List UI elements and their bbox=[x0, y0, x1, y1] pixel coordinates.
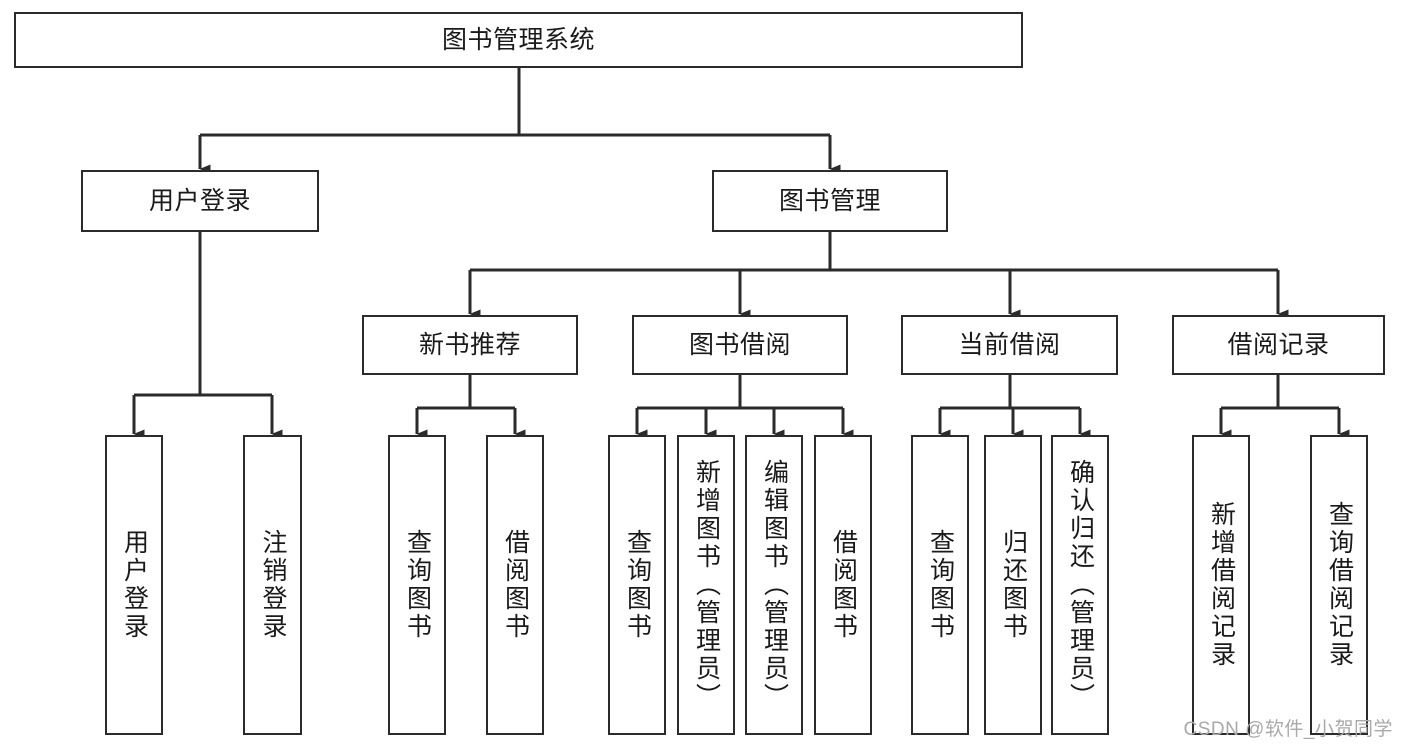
node-box-leaf-add-record[interactable]: 新增借阅记录 bbox=[1192, 435, 1250, 735]
node-label-leaf-logout: 注销登录 bbox=[259, 529, 287, 641]
node-box-book-borrow[interactable]: 图书借阅 bbox=[632, 315, 848, 375]
node-box-leaf-borrow-book-1[interactable]: 借阅图书 bbox=[486, 435, 544, 735]
node-label-leaf-add-record: 新增借阅记录 bbox=[1207, 501, 1236, 669]
node-label-leaf-edit-book: 编辑图书（管理员） bbox=[760, 459, 789, 711]
node-label-leaf-query-record: 查询借阅记录 bbox=[1325, 501, 1354, 669]
node-box-leaf-return-book[interactable]: 归还图书 bbox=[984, 435, 1042, 735]
node-box-leaf-query-record[interactable]: 查询借阅记录 bbox=[1310, 435, 1368, 735]
node-box-leaf-user-login[interactable]: 用户登录 bbox=[105, 435, 163, 735]
node-label-current-borrow: 当前借阅 bbox=[958, 331, 1061, 359]
node-box-leaf-query-book-3[interactable]: 查询图书 bbox=[911, 435, 969, 735]
node-box-leaf-edit-book[interactable]: 编辑图书（管理员） bbox=[745, 435, 803, 735]
node-label-borrow-record: 借阅记录 bbox=[1227, 331, 1330, 359]
node-label-leaf-confirm-return: 确认归还（管理员） bbox=[1066, 459, 1095, 711]
node-label-leaf-add-book: 新增图书（管理员） bbox=[692, 459, 721, 711]
node-box-leaf-logout[interactable]: 注销登录 bbox=[243, 435, 302, 735]
node-label-leaf-query-book-3: 查询图书 bbox=[926, 529, 955, 641]
node-box-leaf-confirm-return[interactable]: 确认归还（管理员） bbox=[1051, 435, 1109, 735]
node-box-book-manage[interactable]: 图书管理 bbox=[712, 170, 948, 232]
node-box-current-borrow[interactable]: 当前借阅 bbox=[901, 315, 1118, 375]
node-label-leaf-user-login: 用户登录 bbox=[120, 529, 149, 641]
node-label-book-manage: 图书管理 bbox=[778, 187, 881, 215]
node-label-book-borrow: 图书借阅 bbox=[688, 331, 791, 359]
connector-group bbox=[132, 68, 1350, 439]
node-label-leaf-borrow-book-2: 借阅图书 bbox=[829, 529, 858, 641]
node-label-leaf-query-book-1: 查询图书 bbox=[403, 529, 432, 641]
node-label-new-book-recommend: 新书推荐 bbox=[418, 331, 521, 359]
node-label-user-login: 用户登录 bbox=[148, 187, 251, 215]
node-label-leaf-borrow-book-1: 借阅图书 bbox=[501, 529, 530, 641]
node-box-leaf-query-book-1[interactable]: 查询图书 bbox=[388, 435, 446, 735]
watermark-text: CSDN @软件_小贺同学 bbox=[1183, 719, 1393, 740]
node-box-user-login[interactable]: 用户登录 bbox=[81, 170, 319, 232]
node-label-root: 图书管理系统 bbox=[441, 26, 595, 54]
node-box-root[interactable]: 图书管理系统 bbox=[14, 12, 1023, 68]
node-box-leaf-query-book-2[interactable]: 查询图书 bbox=[608, 435, 666, 735]
node-label-leaf-query-book-2: 查询图书 bbox=[623, 529, 652, 641]
node-box-leaf-borrow-book-2[interactable]: 借阅图书 bbox=[814, 435, 872, 735]
node-label-leaf-return-book: 归还图书 bbox=[999, 529, 1028, 641]
node-box-borrow-record[interactable]: 借阅记录 bbox=[1172, 315, 1385, 375]
node-box-new-book-recommend[interactable]: 新书推荐 bbox=[362, 315, 578, 375]
node-box-leaf-add-book[interactable]: 新增图书（管理员） bbox=[677, 435, 735, 735]
